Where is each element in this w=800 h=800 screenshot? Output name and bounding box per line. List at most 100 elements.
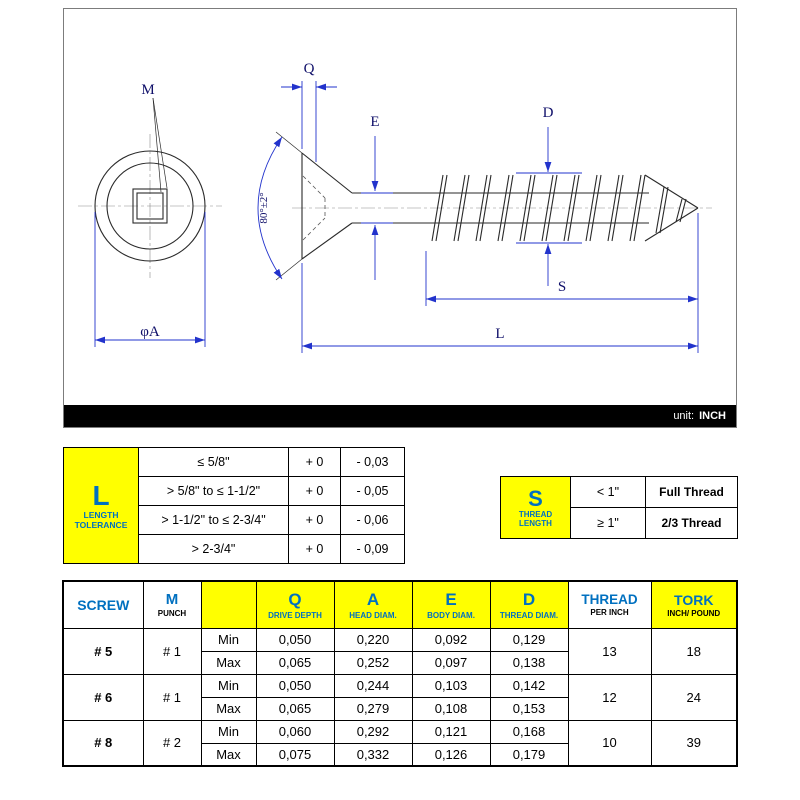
- thread-condition: ≥ 1": [570, 507, 646, 539]
- spec-value-cell: 0,060: [255, 719, 335, 744]
- tolerance-range: > 1-1/2" to ≤ 2-3/4": [138, 505, 289, 535]
- screw-front-view: M φA: [78, 82, 222, 347]
- table-row: Max 0,065 0,252 0,097 0,138: [63, 650, 737, 675]
- screw-cell: # 8: [62, 719, 144, 767]
- thread-letter: S: [528, 485, 543, 511]
- minmax-cell: Min: [200, 673, 257, 698]
- spec-value-cell: 0,050: [255, 627, 335, 652]
- tolerance-minus: - 0,05: [340, 476, 405, 506]
- thread-per-inch-cell: 12: [567, 673, 652, 721]
- tolerance-title-line2: TOLERANCE: [74, 519, 128, 530]
- table-row: # 5 # 1 Min 0,050 0,220 0,092 0,129 13 1…: [62, 627, 738, 675]
- screw-cell: # 6: [62, 673, 144, 721]
- dim-label-phi-a: φA: [140, 324, 160, 340]
- screw-cell: # 5: [62, 627, 144, 675]
- spec-header-thread: THREAD PER INCH: [567, 580, 652, 629]
- spec-header-q: Q DRIVE DEPTH: [255, 580, 335, 629]
- table-row: ≥ 1" 2/3 Thread: [501, 507, 738, 539]
- spec-value-cell: 0,244: [333, 673, 413, 698]
- screw-drawing: M φA: [78, 61, 712, 353]
- spec-header-screw: SCREW: [62, 580, 144, 629]
- spec-table: SCREW M PUNCH Q DRIVE DEPTH A HEAD DIAM.…: [62, 580, 738, 767]
- unit-prefix: unit:: [673, 410, 695, 422]
- spec-value-cell: 0,153: [489, 696, 569, 721]
- table-row: Max 0,065 0,279 0,108 0,153: [63, 696, 737, 721]
- spec-value-cell: 0,097: [411, 650, 491, 675]
- tolerance-header-cell: L LENGTH TOLERANCE: [63, 447, 139, 564]
- thread-condition: < 1": [570, 476, 646, 508]
- tolerance-letter: L: [92, 479, 110, 511]
- dim-label-l: L: [495, 326, 504, 342]
- tolerance-range: ≤ 5/8": [138, 447, 289, 477]
- tolerance-plus: + 0: [288, 534, 341, 564]
- minmax-cell: Min: [200, 627, 257, 652]
- spec-header-tork: TORK INCH/ POUND: [650, 580, 738, 629]
- spec-value-cell: 0,220: [333, 627, 413, 652]
- spec-header-e: E BODY DIAM.: [411, 580, 491, 629]
- spec-value-cell: 0,332: [333, 742, 413, 767]
- spec-header-row: SCREW M PUNCH Q DRIVE DEPTH A HEAD DIAM.…: [62, 580, 738, 629]
- spec-value-cell: 0,092: [411, 627, 491, 652]
- table-row: Max 0,075 0,332 0,126 0,179: [63, 742, 737, 767]
- tolerance-plus: + 0: [288, 505, 341, 535]
- spec-value-cell: 0,179: [489, 742, 569, 767]
- thread-value: Full Thread: [645, 476, 738, 508]
- table-row: > 5/8" to ≤ 1-1/2" + 0 - 0,05: [64, 476, 405, 506]
- spec-header-minmax: [200, 580, 257, 629]
- thread-title-line1: THREAD: [518, 509, 553, 519]
- minmax-cell: Max: [200, 742, 257, 767]
- spec-value-cell: 0,142: [489, 673, 569, 698]
- dim-label-s: S: [558, 279, 566, 295]
- punch-cell: # 1: [142, 673, 202, 721]
- unit-value: INCH: [699, 410, 726, 422]
- spec-value-cell: 0,252: [333, 650, 413, 675]
- tolerance-range: > 2-3/4": [138, 534, 289, 564]
- unit-bar: unit: INCH: [64, 405, 736, 427]
- spec-value-cell: 0,129: [489, 627, 569, 652]
- spec-value-cell: 0,138: [489, 650, 569, 675]
- technical-drawing-panel: M φA: [63, 8, 737, 428]
- spec-value-cell: 0,126: [411, 742, 491, 767]
- dim-label-m: M: [141, 82, 154, 98]
- spec-value-cell: 0,108: [411, 696, 491, 721]
- tork-cell: 24: [650, 673, 738, 721]
- thread-per-inch-cell: 13: [567, 627, 652, 675]
- spec-header-d: D THREAD DIAM.: [489, 580, 569, 629]
- spec-value-cell: 0,103: [411, 673, 491, 698]
- spec-value-cell: 0,050: [255, 673, 335, 698]
- length-tolerance-table: L LENGTH TOLERANCE ≤ 5/8" + 0 - 0,03 > 5…: [63, 447, 405, 564]
- tolerance-minus: - 0,06: [340, 505, 405, 535]
- tolerance-plus: + 0: [288, 476, 341, 506]
- punch-cell: # 2: [142, 719, 202, 767]
- tolerance-minus: - 0,09: [340, 534, 405, 564]
- dim-label-angle: 80°±2°: [258, 192, 270, 223]
- dim-label-e: E: [370, 114, 379, 130]
- table-row: S THREAD LENGTH < 1" Full Thread: [500, 476, 738, 539]
- punch-cell: # 1: [142, 627, 202, 675]
- spec-value-cell: 0,168: [489, 719, 569, 744]
- screw-side-view: Q E D S L: [257, 61, 712, 353]
- tolerance-title-line1: LENGTH: [83, 509, 119, 520]
- minmax-cell: Max: [200, 696, 257, 721]
- spec-header-a: A HEAD DIAM.: [333, 580, 413, 629]
- thread-length-table: S THREAD LENGTH < 1" Full Thread ≥ 1" 2/…: [500, 476, 738, 539]
- thread-flights: [431, 174, 687, 242]
- spec-header-punch: M PUNCH: [142, 580, 202, 629]
- spec-value-cell: 0,065: [255, 650, 335, 675]
- spec-value-cell: 0,121: [411, 719, 491, 744]
- dim-label-d: D: [543, 105, 554, 121]
- thread-per-inch-cell: 10: [567, 719, 652, 767]
- tolerance-plus: + 0: [288, 447, 341, 477]
- minmax-cell: Max: [200, 650, 257, 675]
- spec-value-cell: 0,292: [333, 719, 413, 744]
- thread-title-line2: LENGTH: [519, 518, 552, 528]
- minmax-cell: Min: [200, 719, 257, 744]
- tolerance-minus: - 0,03: [340, 447, 405, 477]
- tork-cell: 39: [650, 719, 738, 767]
- table-row: > 1-1/2" to ≤ 2-3/4" + 0 - 0,06: [64, 505, 405, 535]
- table-row: # 6 # 1 Min 0,050 0,244 0,103 0,142 12 2…: [62, 673, 738, 721]
- tork-cell: 18: [650, 627, 738, 675]
- table-row: # 8 # 2 Min 0,060 0,292 0,121 0,168 10 3…: [62, 719, 738, 767]
- tolerance-range: > 5/8" to ≤ 1-1/2": [138, 476, 289, 506]
